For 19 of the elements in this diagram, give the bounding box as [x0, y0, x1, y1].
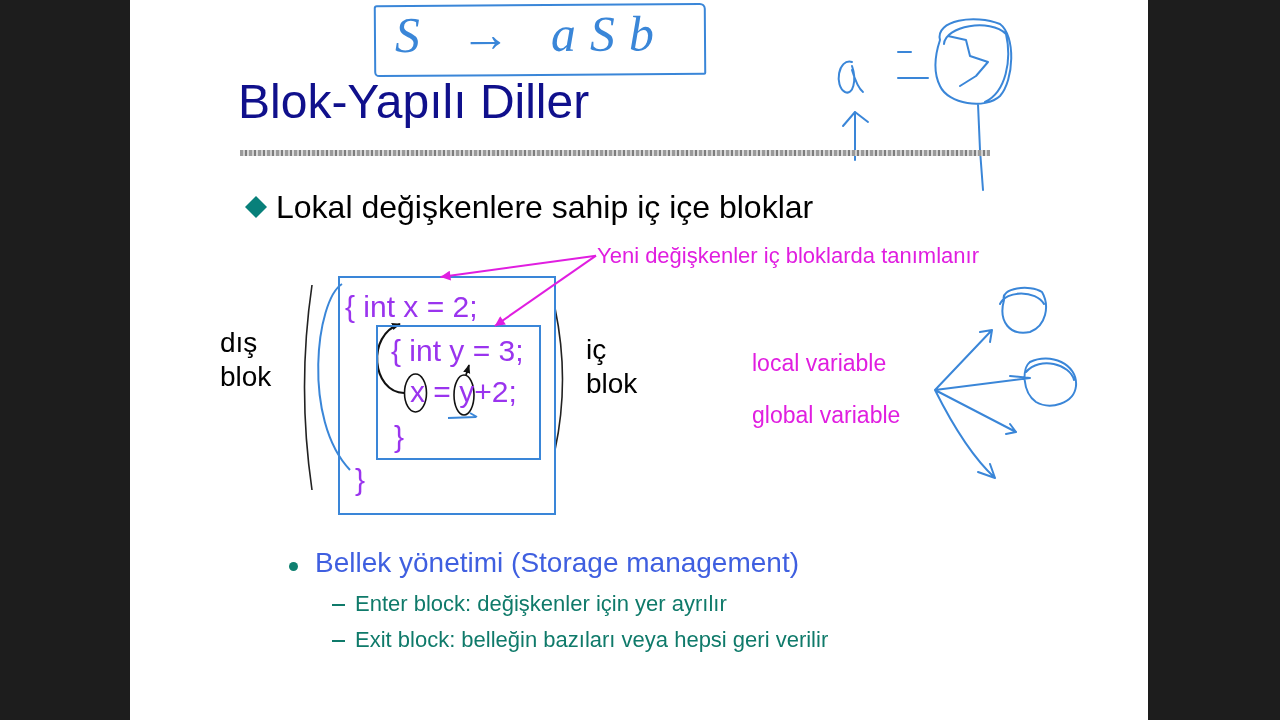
code-block	[376, 325, 541, 460]
code-line: }	[355, 463, 366, 498]
side-label: dış blok	[220, 326, 273, 394]
code-line: { int x = 2;	[345, 290, 478, 325]
sub-bullet-text: Exit block: belleğin bazıları veya hepsi geri verilir	[355, 627, 829, 653]
handwritten-text: S → aSb	[394, 5, 669, 65]
slide-title: Blok-Yapılı Diller	[238, 74, 590, 130]
arrow	[493, 254, 597, 327]
arrow	[439, 254, 597, 281]
annotation-text: global variable	[752, 402, 901, 429]
code-line: { int y = 3;	[391, 334, 524, 369]
bullet-text: Bellek yönetimi (Storage management)	[315, 547, 799, 580]
code-line: }	[394, 420, 405, 455]
code-block	[338, 276, 556, 515]
bullet-text: Lokal değişkenlere sahip iç içe bloklar	[276, 189, 814, 226]
sub-bullet-text: Enter block: değişkenler için yer ayrılır	[355, 591, 727, 617]
annotation-text: local variable	[752, 350, 887, 377]
side-label: iç blok	[586, 333, 639, 401]
callout-text: Yeni değişkenler iç bloklarda tanımlanır	[597, 243, 979, 269]
